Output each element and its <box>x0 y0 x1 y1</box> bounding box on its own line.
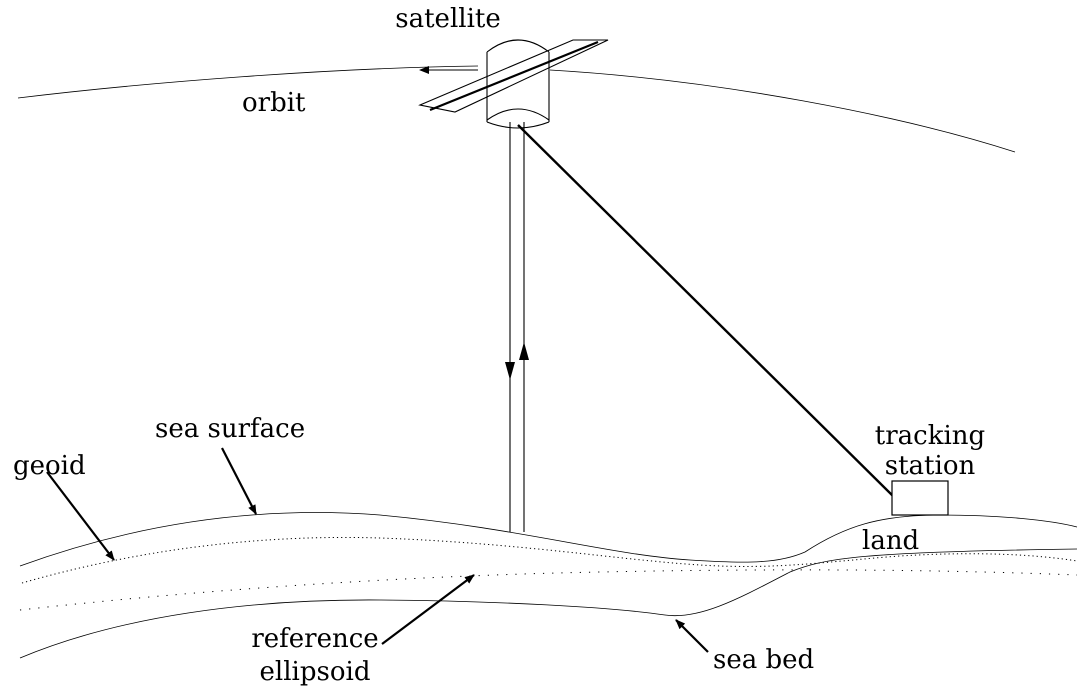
reference-ellipsoid-line <box>19 569 1078 611</box>
satellite-icon <box>418 39 609 129</box>
sea-bed-pointer <box>675 619 709 653</box>
geoid-pointer <box>46 471 115 561</box>
sea-bed-line <box>19 548 1078 659</box>
geoid-label: geoid <box>13 451 86 481</box>
land-label: land <box>862 526 919 556</box>
reference-label: reference <box>251 624 378 654</box>
sea-surface-line <box>19 512 1078 567</box>
tracking-label: tracking <box>875 421 985 451</box>
station-label: station <box>885 451 976 481</box>
orbit-path-right <box>549 69 1016 153</box>
orbit-path <box>17 65 479 99</box>
beam-up-arrowhead <box>519 342 529 360</box>
tracking-station-box <box>891 480 949 516</box>
tracking-link-line <box>517 124 896 499</box>
orbit-label: orbit <box>242 88 306 118</box>
beam-down-arrowhead <box>505 362 515 380</box>
sea-surface-pointer <box>221 447 257 515</box>
ellipsoid-pointer <box>381 574 475 645</box>
ellipsoid-label: ellipsoid <box>260 657 371 687</box>
satellite-label: satellite <box>395 4 500 34</box>
sea-bed-label: sea bed <box>713 645 814 675</box>
geoid-line <box>21 536 1078 584</box>
sea-surface-label: sea surface <box>155 414 305 444</box>
